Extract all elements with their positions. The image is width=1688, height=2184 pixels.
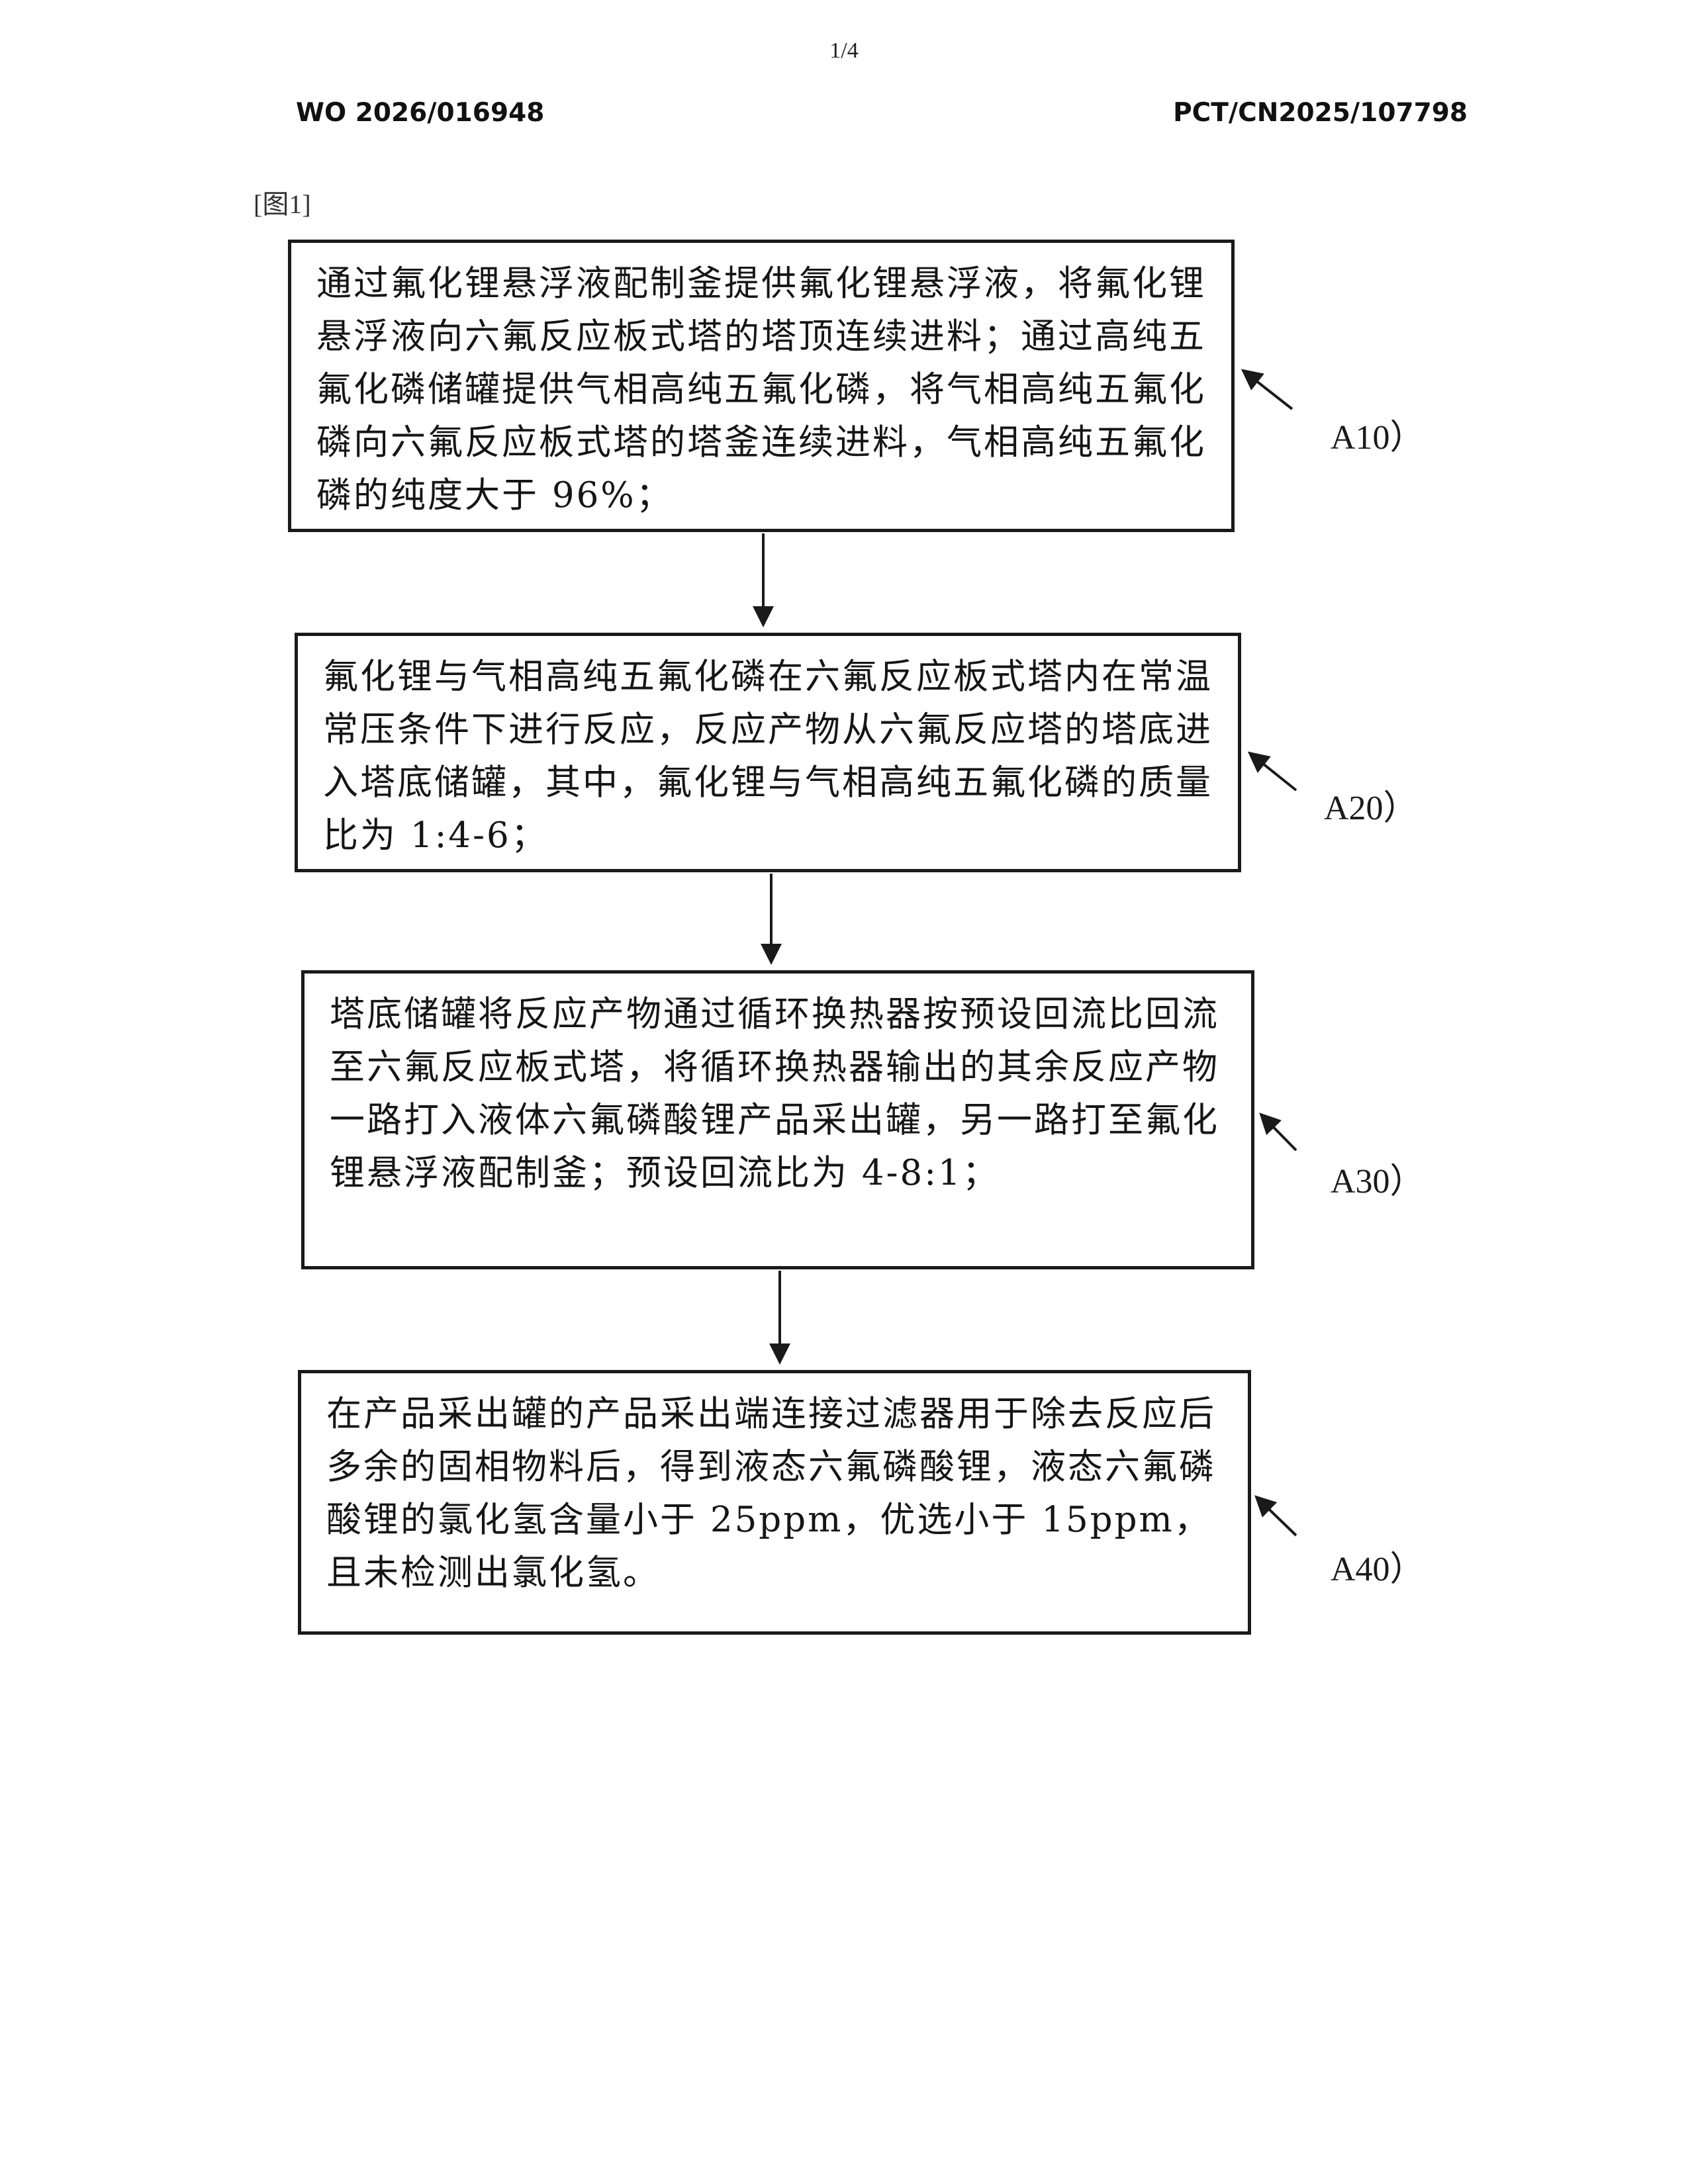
leader-arrow-a20 [1250,753,1296,790]
leader-arrow-a10 [1243,371,1292,409]
leader-arrow-a30 [1261,1115,1296,1150]
leader-arrow-a40 [1256,1497,1296,1535]
